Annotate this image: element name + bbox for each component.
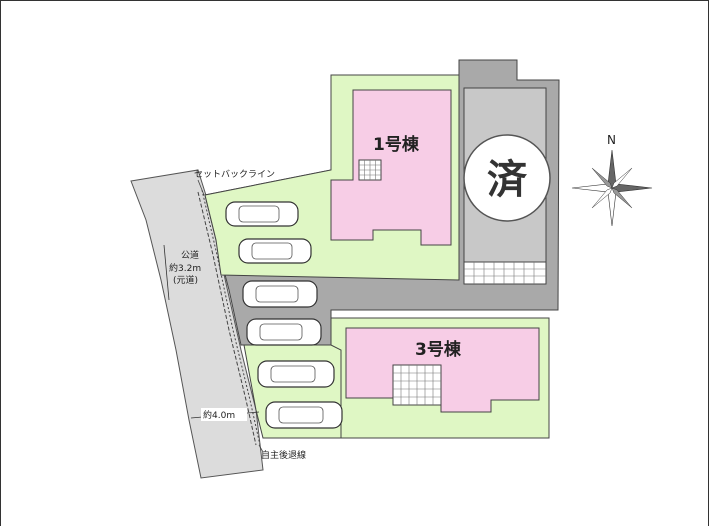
lot-2-parking-grid (464, 262, 546, 284)
parking-car-2 (238, 238, 312, 264)
road-label-line3: (元道) (173, 274, 198, 286)
voluntary-setback-label: 自主後退線 (261, 449, 306, 461)
setback-line-leader (197, 179, 205, 196)
setback-line-dashed (197, 191, 257, 446)
road-width-label: 約4.0m (203, 409, 235, 421)
parking-car-1 (225, 201, 299, 227)
voluntary-setback-line-dashed (201, 189, 261, 446)
road-width-dim-1 (163, 244, 170, 301)
road-width-label-bg (201, 408, 247, 421)
building-1-footprint (330, 89, 452, 246)
parking-car-4 (246, 318, 322, 346)
sold-mark: 済 (487, 156, 528, 203)
building-1-label: 1号棟 (373, 134, 420, 155)
north-compass-icon (571, 149, 653, 227)
lot-2-parking-tiles (463, 261, 547, 285)
parking-car-6 (265, 401, 343, 429)
north-label: N (607, 133, 616, 147)
setback-line-label: セットバックライン (194, 169, 275, 180)
voluntary-setback-leader (258, 444, 264, 453)
road-label-line1: 公道 (181, 249, 199, 261)
road-label-line2: 約3.2m (169, 262, 201, 274)
parking-car-3 (242, 280, 318, 308)
building-3-label: 3号棟 (415, 339, 462, 360)
building-1-entrance-grid (359, 160, 381, 180)
building-3-entrance-grid (393, 365, 441, 405)
sold-mark-circle (463, 134, 551, 222)
parking-car-5 (257, 360, 335, 388)
